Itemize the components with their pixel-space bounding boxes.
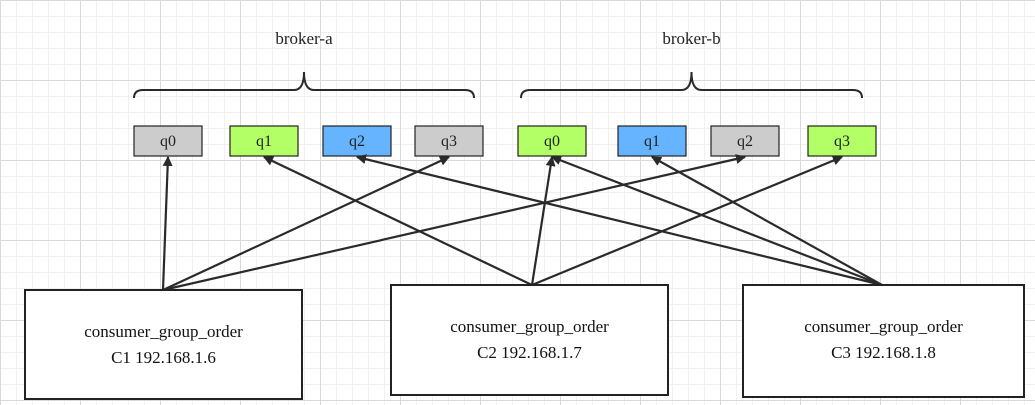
consumer-c1: consumer_group_order C1 192.168.1.6 [24, 289, 303, 400]
queue-label: q2 [737, 133, 753, 150]
queue-a-q1 [229, 125, 299, 157]
consumer-box [24, 289, 303, 400]
broker-label: broker-b [662, 29, 720, 48]
broker-a: broker-a q0 q1 q2 q3 [133, 29, 484, 157]
brokers: broker-a q0 q1 q2 q3 broker-b q0 q1 q2 q3 [133, 29, 877, 157]
consumer-group-label: consumer_group_order [84, 322, 243, 341]
consumer-box [742, 284, 1025, 398]
queue-label: q3 [441, 133, 457, 150]
arrow-c2-b-q3 [531, 155, 843, 287]
queue-b-q3 [807, 125, 877, 157]
queue-a-q0 [133, 125, 203, 157]
arrow-c2-b-q0 [530, 156, 556, 286]
queue-label: q2 [349, 133, 365, 150]
consumer-group-label: consumer_group_order [804, 317, 963, 336]
queue-label: q1 [256, 133, 272, 150]
arrow-c1-a-q0 [161, 156, 173, 291]
queue-label: q0 [160, 133, 176, 150]
broker-label: broker-a [275, 29, 333, 48]
queue-a-q3 [414, 125, 484, 157]
consumer-group-label: consumer_group_order [450, 317, 609, 336]
consumer-id-label: C3 192.168.1.8 [831, 343, 936, 362]
assignment-arrows [161, 154, 883, 292]
arrow-c2-a-q1 [263, 156, 533, 286]
arrow-c3-b-q0 [551, 155, 883, 287]
arrow-c1-a-q3 [162, 156, 450, 291]
queue-label: q3 [834, 133, 850, 150]
broker-b: broker-b q0 q1 q2 q3 [517, 29, 877, 157]
queue-label: q1 [644, 133, 660, 150]
queue-label: q0 [544, 133, 560, 150]
broker-brace [520, 71, 863, 99]
arrow-c3-b-q1 [651, 156, 883, 286]
queue-b-q1 [617, 125, 687, 157]
consumer-c3: consumer_group_order C3 192.168.1.8 [742, 284, 1025, 398]
consumer-id-label: C1 192.168.1.6 [111, 348, 216, 367]
broker-brace [133, 71, 475, 99]
consumer-box [390, 284, 669, 396]
consumer-id-label: C2 192.168.1.7 [477, 343, 582, 362]
arrow-c1-b-q2 [162, 154, 746, 292]
arrow-c3-a-q2 [356, 154, 883, 287]
consumer-c2: consumer_group_order C2 192.168.1.7 [390, 284, 669, 396]
